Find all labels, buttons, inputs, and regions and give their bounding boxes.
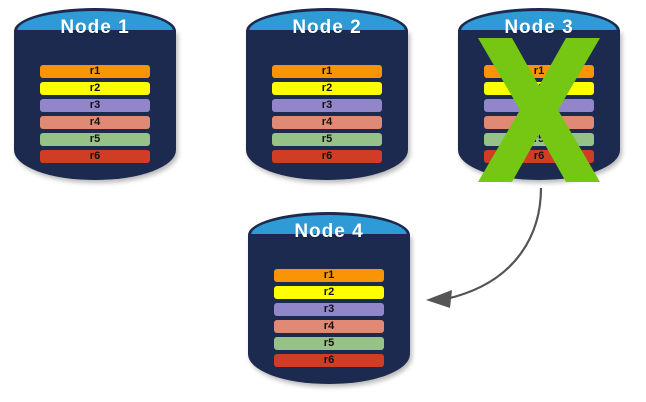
record-row: r4: [484, 116, 594, 129]
record-row: r1: [40, 65, 150, 78]
record-row: r1: [274, 269, 384, 282]
record-row: r2: [274, 286, 384, 299]
node-3-title: Node 3: [504, 17, 574, 38]
record-row: r3: [484, 99, 594, 112]
node-1[interactable]: Node 1 r1 r2 r3 r4 r5 r6: [14, 8, 176, 192]
record-row: r1: [272, 65, 382, 78]
node-2[interactable]: Node 2 r1 r2 r3 r4 r5 r6: [246, 8, 408, 192]
record-row: r3: [274, 303, 384, 316]
record-row: r6: [40, 150, 150, 163]
record-row: r5: [274, 337, 384, 350]
record-row: r5: [272, 133, 382, 146]
record-row: r5: [40, 133, 150, 146]
record-row: r2: [272, 82, 382, 95]
node-3[interactable]: Node 3 r1 r2 r3 r4 r5 r6: [458, 8, 620, 192]
record-row: r2: [484, 82, 594, 95]
record-row: r6: [274, 354, 384, 367]
record-row: r6: [272, 150, 382, 163]
record-row: r3: [40, 99, 150, 112]
record-row: r4: [272, 116, 382, 129]
node-2-title: Node 2: [292, 17, 362, 38]
record-row: r2: [40, 82, 150, 95]
node-2-rows: r1 r2 r3 r4 r5 r6: [272, 65, 382, 167]
node-1-title: Node 1: [60, 17, 130, 38]
node-1-rows: r1 r2 r3 r4 r5 r6: [40, 65, 150, 167]
record-row: r1: [484, 65, 594, 78]
record-row: r6: [484, 150, 594, 163]
record-row: r4: [274, 320, 384, 333]
node-4-title: Node 4: [294, 221, 364, 242]
record-row: r5: [484, 133, 594, 146]
node-3-rows: r1 r2 r3 r4 r5 r6: [484, 65, 594, 167]
record-row: r4: [40, 116, 150, 129]
node-4[interactable]: Node 4 r1 r2 r3 r4 r5 r6: [248, 212, 410, 396]
record-row: r3: [272, 99, 382, 112]
node-4-rows: r1 r2 r3 r4 r5 r6: [274, 269, 384, 371]
